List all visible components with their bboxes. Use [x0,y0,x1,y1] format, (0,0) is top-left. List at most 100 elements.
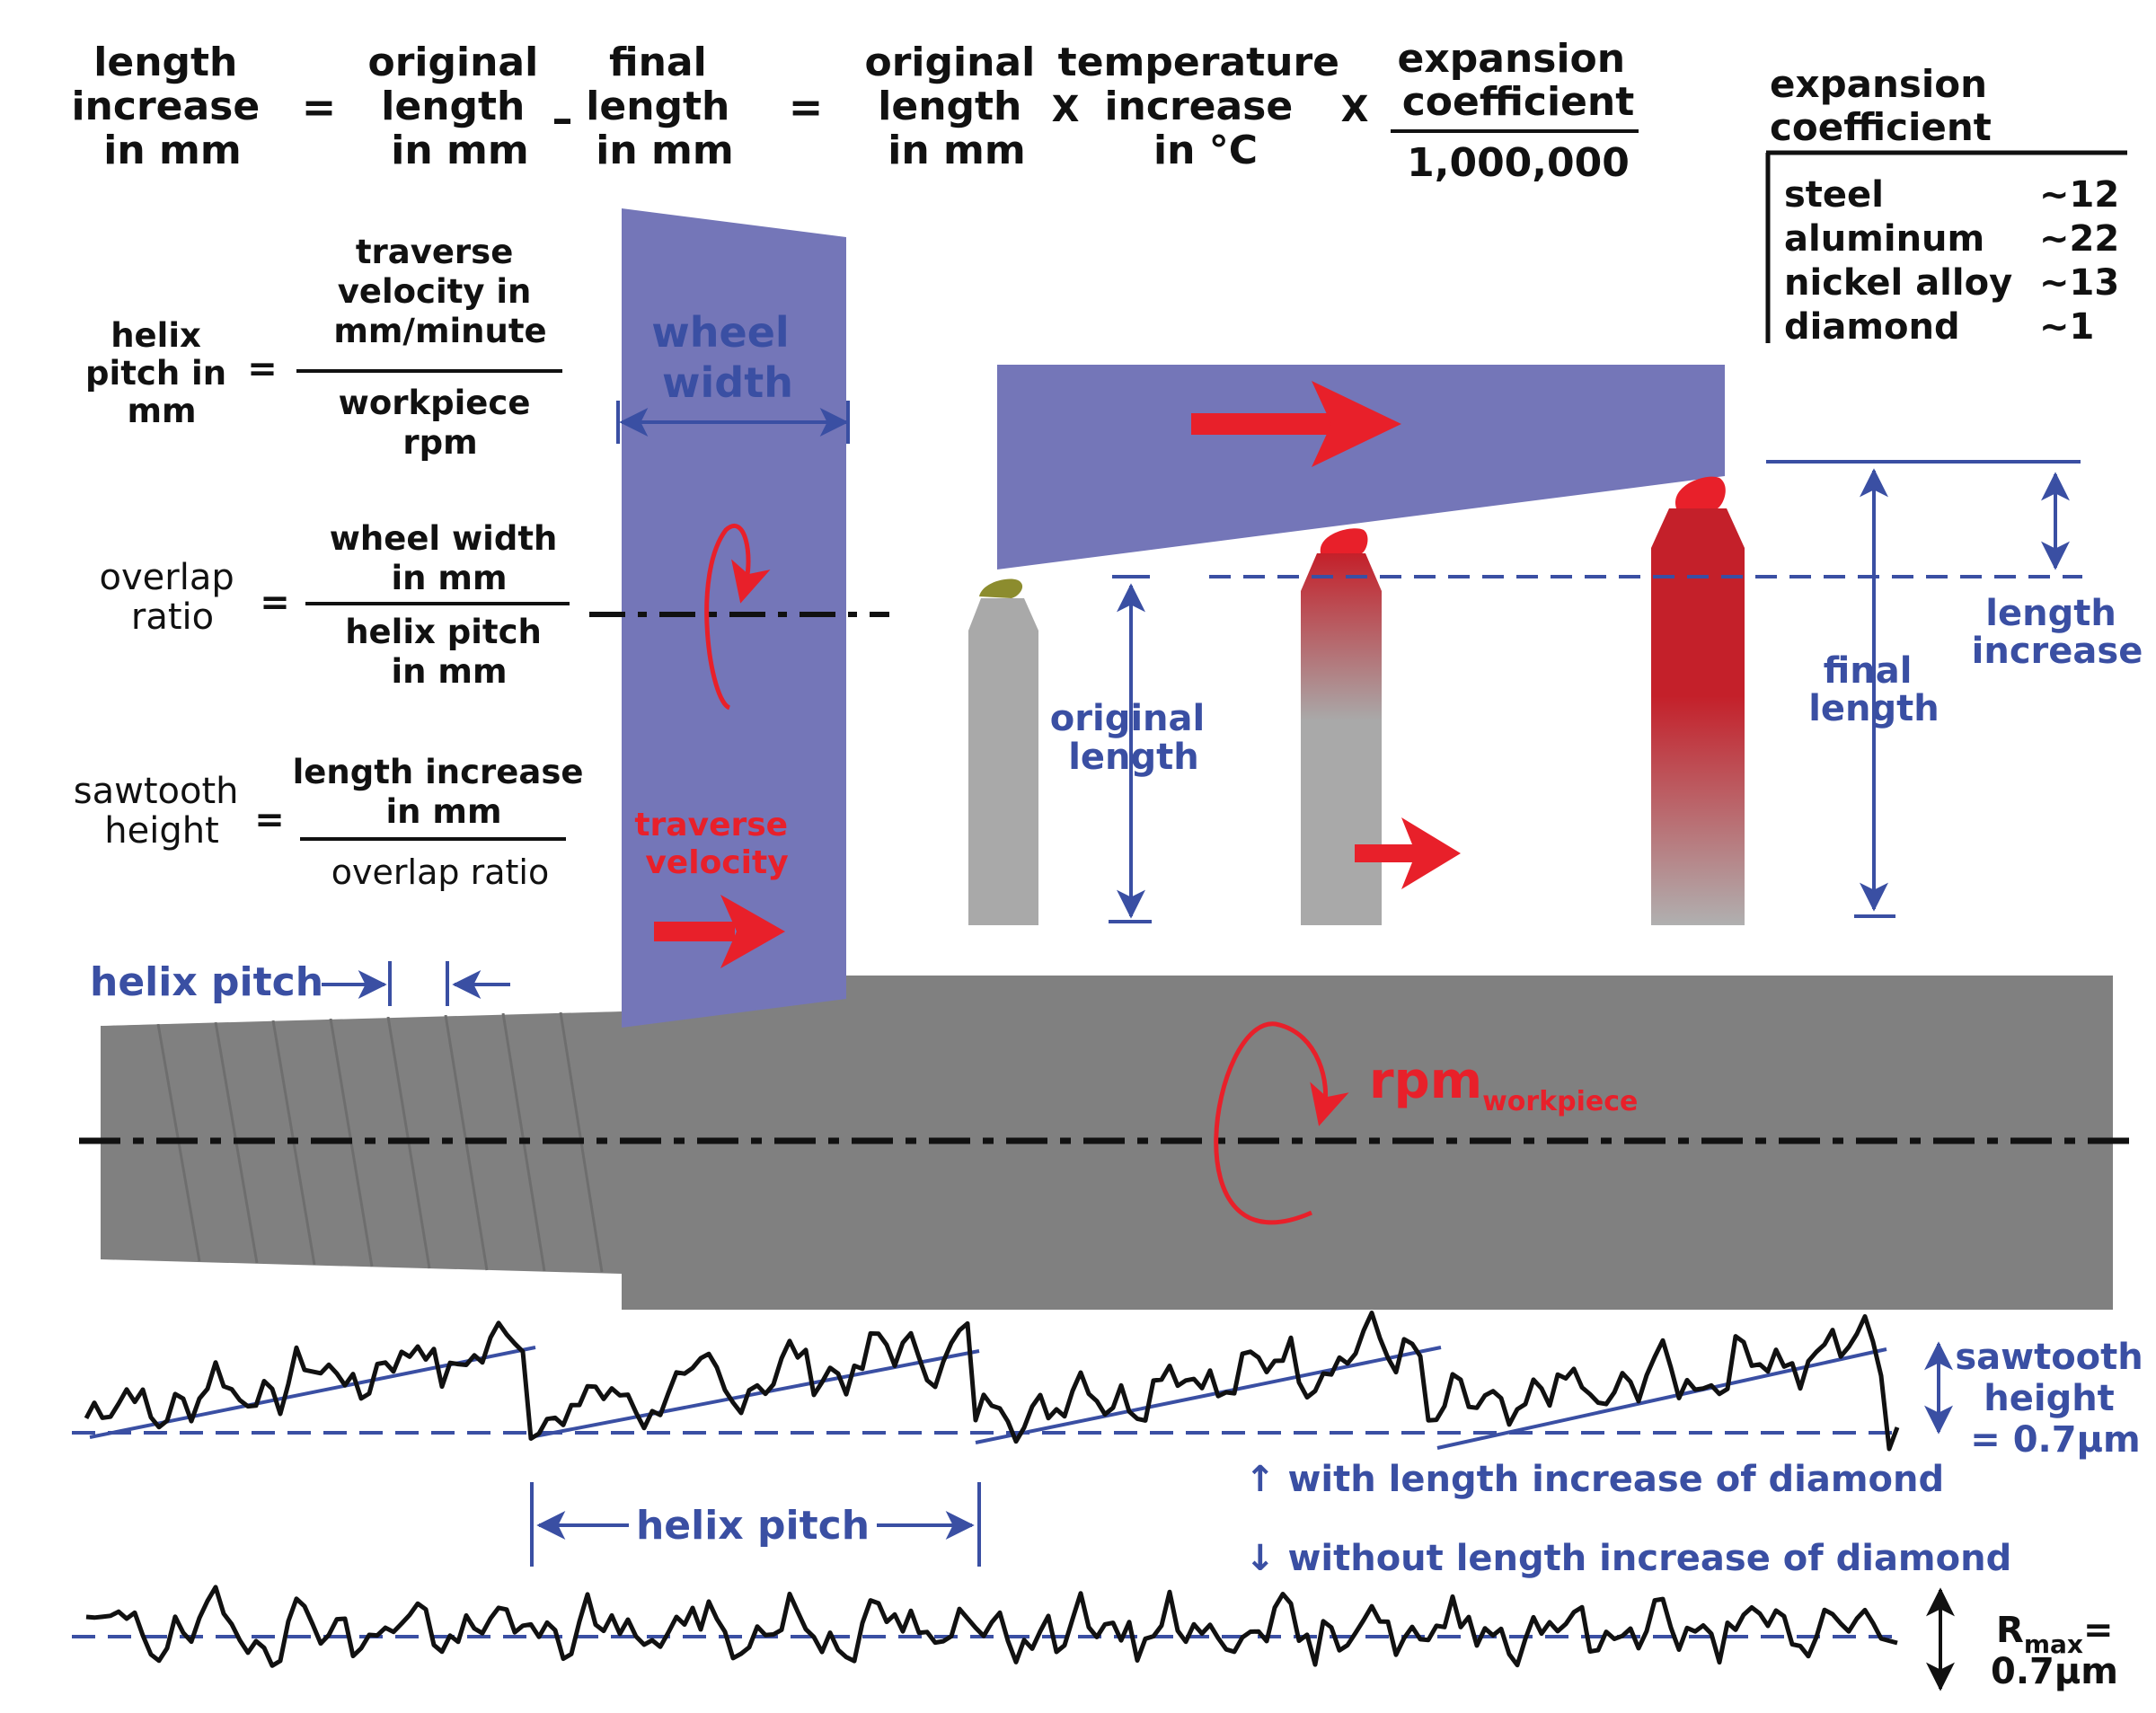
workpiece-ground-section [101,1011,622,1274]
overlap-lhs-1: overlap [100,557,234,598]
temperature-increase-term-1: temperature [1058,40,1339,85]
svg-text:sawtooth height =: sawtooth height = 0.7μm [1955,1337,2155,1461]
overlap-den-2: in mm [391,652,507,691]
diamond-cold [968,598,1038,925]
temperature-increase-term-3: in °C [1153,128,1258,173]
times-1: X [1052,89,1080,130]
formula-overlap: overlap ratio = wheel width in mm helix … [100,519,570,691]
final-length-label-2: length [1808,688,1940,729]
helix-num-1: traverse [356,233,513,271]
original-length-label-2: length [1068,737,1199,778]
workpiece: rpmworkpiece [79,976,2138,1310]
equals-1: = [302,83,337,131]
helix-den-2: rpm [402,423,477,462]
sawtooth-height-label-2: height [1984,1378,2115,1419]
length-increase-term-1: length [93,40,237,85]
original-length-label-1: original [1050,698,1205,739]
grinding-wheel: wheel width traverse velocity [589,208,889,1028]
without-increase-label: ↓ without length increase of diamond [1245,1538,2011,1579]
with-increase-label: ↑ with length increase of diamond [1245,1459,1944,1500]
svg-text:expansion coefficient: expansion coefficient [1398,36,1639,125]
traverse-velocity-label-1: traverse [634,807,788,843]
rmax-label: Rmax= [1996,1610,2113,1659]
length-increase-term-3: in mm [103,128,241,173]
diamond-hot [1651,508,1745,925]
sawtooth-num-2: in mm [385,792,501,831]
coef-row-nickel-value: ~13 [2039,262,2119,304]
helix-num-2: velocity in [338,272,532,311]
coef-row-diamond-value: ~1 [2039,306,2094,348]
coef-row-steel-material: steel [1784,174,1884,216]
overlap-num-1: wheel width [330,519,558,558]
helix-lhs-2: pitch in [85,354,226,393]
helix-pitch-bottom-label: helix pitch [636,1503,870,1549]
helix-den-1: workpiece [339,384,531,422]
wheel-width-label-1: wheel [651,308,789,357]
sawtooth-num-1: length increase [293,753,584,791]
rmax-equals: = [2083,1610,2114,1651]
wheel-section [997,365,1725,570]
svg-text:traverse velocity in: traverse velocity in mm/minute [333,233,546,350]
svg-text:temperature increase: temperature increase in °C [1058,40,1354,173]
sawtooth-lhs-1: sawtooth [74,771,239,812]
length-increase-term-2: increase [71,84,260,129]
coef-numerator-1: expansion [1398,36,1626,82]
svg-text:wheel width in mm: wheel width in mm [330,519,570,597]
svg-text:original length in: original length in mm [864,40,1048,173]
coef-row-steel-value: ~12 [2039,174,2119,216]
final-length-term-2: length [586,84,729,129]
surface-profiles: sawtooth height = 0.7μm ↑ with length in… [72,1311,2155,1692]
coef-table-title-2: coefficient [1770,105,1992,149]
svg-text:overlap ratio: overlap ratio [100,557,246,638]
rpm-sub: workpiece [1482,1086,1638,1117]
original-length-2-term-3: in mm [888,128,1025,173]
svg-text:final length: final length [1808,650,1940,729]
svg-text:length increase in mm: length increase in mm [293,753,596,831]
diamond-inset: original length final length length incr… [968,365,2143,925]
profile-with-increase [84,1311,1900,1452]
original-length-term-3: in mm [391,128,528,173]
formula-sawtooth: sawtooth height = length increase in mm … [74,753,596,892]
minus-sign: – [552,94,573,143]
svg-text:expansion coefficient: expansion coefficient [1770,62,2001,149]
profile-without-increase [85,1585,1898,1668]
diamond-traverse-arrow [1355,817,1461,889]
rpm-label: rpmworkpiece [1369,1052,1638,1117]
original-length-2-term-2: length [878,84,1021,129]
svg-text:final length in mm: final length in mm [586,40,743,173]
coef-row-nickel-material: nickel alloy [1784,262,2012,304]
helix-equals: = [247,349,278,390]
svg-text:length increase: length increase [1972,593,2143,672]
diamond-warming [1301,553,1382,925]
svg-text:length increase in: length increase in mm [71,40,273,173]
rpm-rotation-arrow [1214,1021,1349,1225]
helix-pitch-top-label: helix pitch [90,959,323,1005]
svg-text:workpiece rpm: workpiece rpm [339,384,543,462]
coef-numerator-2: coefficient [1402,79,1635,125]
formula-main: length increase in mm = original length … [71,36,1639,186]
length-increase-label-2: increase [1972,631,2143,672]
length-increase-label-1: length [1985,593,2116,634]
coef-row-aluminum-value: ~22 [2039,218,2119,260]
svg-text:sawtooth height: sawtooth height [74,771,250,852]
helix-pitch-top: helix pitch [90,959,510,1006]
diamond-warming-tip [1320,528,1368,553]
rmax-main: R [1996,1610,2024,1651]
inset-traverse-arrow [1191,381,1401,467]
sawtooth-equals: = [254,799,285,841]
wheel-rotation-arrow [704,524,771,711]
helix-lhs-3: mm [127,392,196,430]
coef-row-aluminum-material: aluminum [1784,218,1984,260]
formula-helix: helix pitch in mm = traverse velocity in… [85,233,562,462]
svg-text:traverse velocity: traverse velocity [634,807,799,881]
svg-text:helix pitch in mm: helix pitch in mm [85,316,238,430]
overlap-equals: = [260,582,290,623]
rpm-main: rpm [1369,1052,1482,1110]
original-length-term-2: length [381,84,525,129]
traverse-arrow [654,895,785,968]
rmax-sub: max [2024,1629,2083,1659]
final-length-term-3: in mm [596,128,733,173]
helix-num-3: mm/minute [333,312,546,350]
rmax-value: 0.7μm [1991,1651,2118,1692]
